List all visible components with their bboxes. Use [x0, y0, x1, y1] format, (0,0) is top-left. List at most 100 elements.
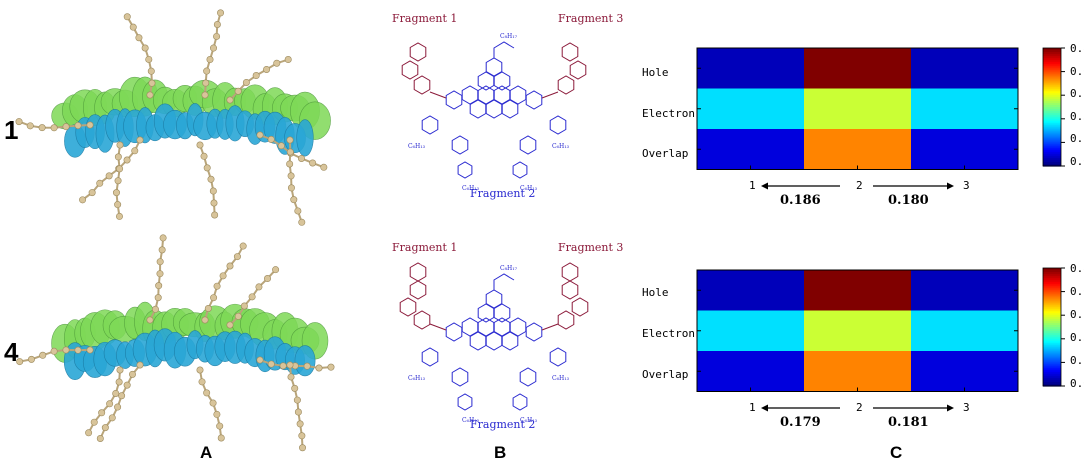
atom: [263, 275, 271, 283]
atom: [148, 79, 156, 87]
colorbar-segment: [1043, 334, 1061, 338]
atom: [294, 207, 302, 215]
ring-end-group: [409, 262, 427, 282]
ring-core: [509, 85, 527, 105]
atom: [26, 122, 34, 130]
colorbar-segment: [1043, 48, 1061, 51]
colorbar-segment: [1043, 83, 1061, 86]
atom: [279, 362, 287, 370]
colorbar-segment: [1043, 268, 1061, 271]
atom: [203, 389, 211, 397]
atom: [327, 363, 335, 371]
ring-thiophene: [445, 90, 463, 110]
colorbar-segment: [1043, 79, 1061, 83]
atom: [226, 262, 234, 270]
colorbar-segment: [1043, 364, 1061, 367]
heatmap-cell: [804, 129, 911, 170]
colorbar-segment: [1043, 269, 1061, 273]
atom: [216, 422, 224, 430]
atom: [154, 294, 162, 302]
colorbar-segment: [1043, 275, 1061, 279]
colorbar-segment: [1043, 384, 1061, 387]
atom: [136, 361, 144, 369]
colorbar-tick: 0.698: [1070, 65, 1084, 78]
arrowhead: [761, 182, 768, 190]
colorbar-segment: [1043, 116, 1061, 120]
panel-label-b: B: [494, 443, 507, 462]
ring-end-group: [561, 42, 579, 62]
fragment-1-label: Fragment 1: [392, 241, 457, 254]
heatmap-cell: [697, 88, 804, 129]
atom: [201, 91, 209, 99]
colorbar-segment: [1043, 279, 1061, 283]
atom: [273, 59, 281, 67]
atom: [234, 312, 242, 320]
atom: [226, 96, 234, 104]
ring-aryl: [519, 135, 537, 155]
colorbar-tick: 0.872: [1070, 42, 1084, 55]
atom: [226, 321, 234, 329]
atom: [252, 72, 260, 80]
isosurface-group: [15, 9, 331, 226]
colorbar-segment: [1043, 101, 1061, 104]
atom: [79, 196, 87, 204]
chain-label: C₈H₁₇: [500, 265, 518, 272]
colorbar-segment: [1043, 356, 1061, 360]
transfer-left-value: 0.179: [780, 415, 821, 430]
atom: [255, 283, 263, 291]
heatmap-cell: [911, 310, 1018, 351]
chain-label: C₆H₁₃: [408, 143, 426, 150]
vinyl-bridge: [541, 91, 559, 99]
structure-group: [399, 262, 589, 411]
chain-label: C₆H₁₃: [408, 375, 426, 382]
colorbar-tick: 0.000: [1070, 377, 1084, 390]
ring-end-group: [557, 75, 575, 95]
atom: [196, 141, 204, 149]
colorbar-segment: [1043, 124, 1061, 128]
atom: [293, 396, 301, 404]
colorbar-segment: [1043, 144, 1061, 147]
atom: [217, 434, 225, 442]
chain-label: C₆H₁₃: [520, 185, 538, 192]
atom: [141, 44, 149, 52]
atom: [315, 364, 323, 372]
vinyl-bridge: [541, 323, 559, 331]
atom: [50, 347, 58, 355]
colorbar-segment: [1043, 110, 1061, 114]
colorbar-segment: [1043, 372, 1061, 375]
heatmap-cell: [804, 88, 911, 129]
heatmap-cell: [911, 48, 1018, 89]
colorbar-tick: 0.349: [1070, 331, 1084, 344]
heatmap-cell: [911, 351, 1018, 392]
atom: [286, 136, 294, 144]
atom: [272, 266, 280, 274]
colorbar-segment: [1043, 291, 1061, 295]
atom: [296, 420, 304, 428]
atom: [286, 160, 294, 168]
atom: [209, 399, 217, 407]
colorbar-segment: [1043, 297, 1061, 301]
heatmap-cell: [804, 270, 911, 311]
atom: [156, 258, 164, 266]
atom: [256, 131, 264, 139]
atom: [267, 135, 275, 143]
ring-core: [469, 99, 487, 119]
atom: [277, 142, 285, 150]
ring-core: [485, 99, 503, 119]
colorbar-segment: [1043, 114, 1061, 118]
atom: [114, 153, 122, 161]
atom: [298, 218, 306, 226]
atom: [131, 147, 139, 155]
ring-core: [501, 99, 519, 119]
ring-end-group: [413, 310, 431, 330]
colorbar-tick: 0.523: [1070, 87, 1084, 100]
colorbar-segment: [1043, 49, 1061, 53]
colorbar-tick: 0.523: [1070, 308, 1084, 321]
chain-label: C₆H₁₃: [462, 417, 480, 424]
atom: [116, 165, 124, 173]
colorbar-segment: [1043, 301, 1061, 304]
colorbar-segment: [1043, 77, 1061, 81]
colorbar-segment: [1043, 350, 1061, 354]
atom: [147, 67, 155, 75]
atom: [96, 179, 104, 187]
